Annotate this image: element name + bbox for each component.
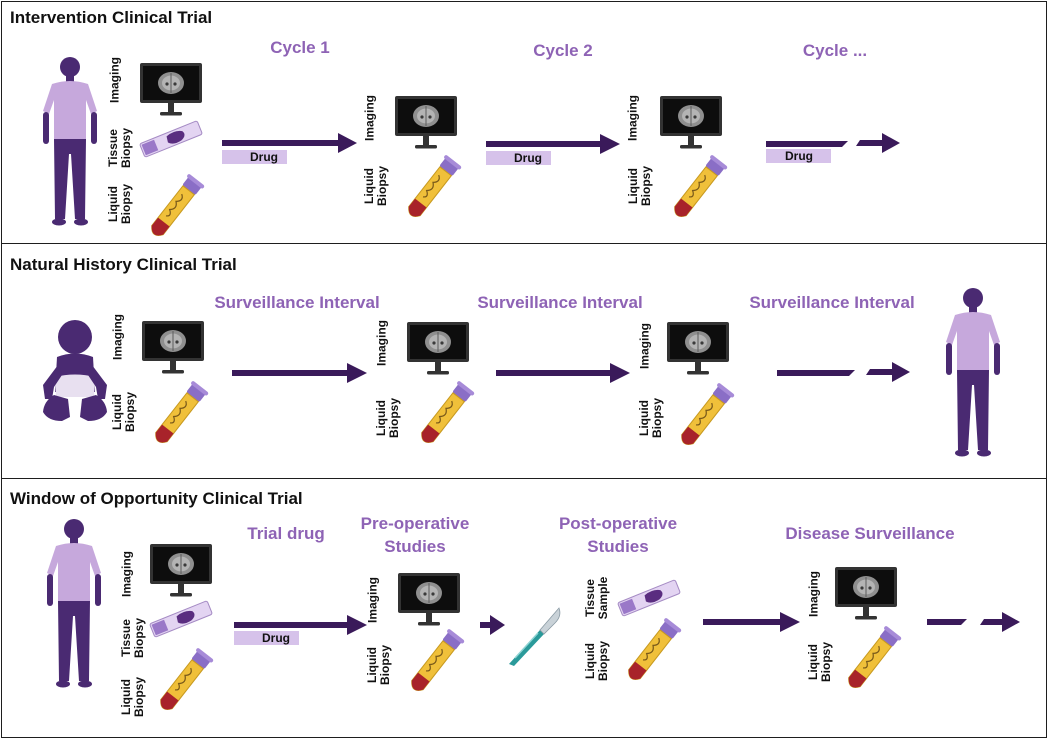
tissue-slide-icon (149, 600, 213, 638)
blood-tube-icon (622, 616, 683, 686)
stage-surveillance-interval-3: Surveillance Interval (749, 293, 915, 312)
section-title-intervention: Intervention Clinical Trial (10, 8, 213, 27)
monitor-icon (666, 321, 730, 375)
section-divider-2 (1, 478, 1047, 479)
stage-surveillance-interval-1: Surveillance Interval (214, 293, 380, 312)
arrow-icon (222, 133, 900, 154)
blood-tube-icon (405, 627, 466, 697)
arrow-icon (234, 612, 1020, 635)
monitor-icon (139, 62, 203, 116)
adult-figure-icon (946, 288, 1000, 457)
baby-figure-icon (43, 320, 107, 421)
blood-tube-icon (675, 381, 736, 451)
monitor-icon (397, 572, 461, 626)
tissue-slide-icon (139, 120, 203, 158)
monitor-icon (406, 321, 470, 375)
arrow-icon (232, 362, 910, 383)
stage-post-operative-studies: Post-operative Studies (558, 514, 678, 556)
blood-tube-icon (668, 153, 729, 223)
blood-tube-icon (402, 153, 463, 223)
stage-trial-drug: Trial drug (247, 524, 325, 543)
blood-tube-icon (145, 172, 206, 242)
tissue-slide-icon (617, 579, 681, 617)
monitor-icon (141, 320, 205, 374)
adult-figure-icon (43, 57, 97, 226)
blood-tube-icon (154, 646, 215, 716)
drug-label: Drug (222, 150, 287, 164)
stage-cycle-1: Cycle 1 (270, 38, 330, 57)
section-title-window-of-opportunity: Window of Opportunity Clinical Trial (10, 489, 303, 508)
blood-tube-icon (149, 379, 210, 449)
drug-label: Drug (234, 631, 299, 645)
scalpel-icon (508, 607, 561, 667)
drug-label: Drug (486, 151, 551, 165)
drug-label: Drug (766, 149, 831, 163)
monitor-icon (659, 95, 723, 149)
stage-disease-surveillance: Disease Surveillance (785, 524, 955, 543)
stage-surveillance-interval-2: Surveillance Interval (477, 293, 643, 312)
stage-pre-operative-studies: Pre-operative Studies (360, 514, 470, 556)
section-title-natural-history: Natural History Clinical Trial (10, 255, 237, 274)
adult-figure-icon (47, 519, 101, 688)
stage-cycle-more: Cycle ... (802, 41, 868, 60)
monitor-icon (834, 566, 898, 620)
stage-cycle-2: Cycle 2 (533, 41, 593, 60)
section-divider-1 (1, 243, 1047, 244)
monitor-icon (394, 95, 458, 149)
monitor-icon (149, 543, 213, 597)
blood-tube-icon (415, 379, 476, 449)
blood-tube-icon (842, 624, 903, 694)
